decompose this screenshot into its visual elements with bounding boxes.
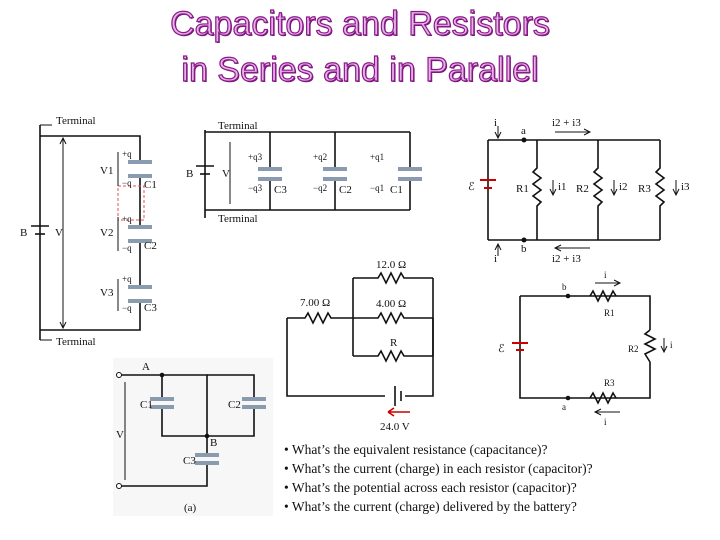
mr-r-mid-label: 4.00 Ω (376, 298, 406, 310)
pr-i1-label: i1 (558, 181, 567, 193)
q3-label: +q3 (248, 152, 263, 162)
combo-b-label: B (210, 437, 217, 449)
pr-r3-label: R3 (638, 183, 651, 195)
mr-battery-label: 24.0 V (380, 421, 410, 433)
sr-i-side: i (670, 340, 673, 350)
sr-r1-label: R1 (604, 308, 615, 318)
parallel-voltage-label: V (222, 168, 230, 180)
v1-label: V1 (100, 165, 113, 177)
mr-r-left-label: 7.00 Ω (300, 297, 330, 309)
pr-node-a-label: a (521, 125, 526, 137)
sr-i-bottom: i (604, 417, 607, 427)
mr-r-top-label: 12.0 Ω (376, 259, 406, 271)
pr-emf-label: ℰ (468, 181, 475, 193)
pr-node-b-label: b (521, 243, 527, 255)
pr-i-top: i (494, 117, 497, 129)
question-item: • What’s the current (charge) delivered … (284, 499, 577, 514)
sr-emf-label: ℰ (498, 343, 505, 355)
pr-bottom-current: i2 + i3 (552, 253, 581, 265)
combo-a-label: A (142, 361, 150, 373)
series-resistor-circuit: i i b a ℰ R1 R2 R3 i (498, 270, 673, 427)
node-b (521, 237, 527, 243)
node-a (521, 137, 527, 143)
sr-r3-label: R3 (604, 378, 615, 388)
pr-r1-label: R1 (516, 183, 529, 195)
sr-node-a (565, 395, 571, 401)
dashed-isolated-region (117, 185, 145, 221)
series-terminal-top-label: Terminal (56, 115, 96, 127)
sr-node-b (565, 293, 571, 299)
series-capacitor-circuit: Terminal Terminal B V V1 V2 V3 C1 C2 C3 … (20, 115, 157, 348)
pr-r2-label: R2 (576, 183, 589, 195)
mq1-label: −q1 (370, 183, 384, 193)
combo-capacitor-circuit: A B V C1 C2 C3 (a) (113, 358, 273, 516)
pr-i3-label: i3 (681, 181, 690, 193)
parallel-terminal-top-label: Terminal (218, 120, 258, 132)
pc3-label: C3 (274, 184, 287, 196)
q1-label: +q1 (370, 152, 384, 162)
q2-label: +q2 (313, 152, 327, 162)
parallel-battery-label: B (186, 168, 193, 180)
question-item: • What’s the current (charge) in each re… (284, 461, 593, 476)
series-terminal-bottom-label: Terminal (56, 336, 96, 348)
sr-i-top: i (604, 270, 607, 280)
cc1-label: C1 (140, 399, 153, 411)
c3-label: C3 (144, 302, 157, 314)
parallel-capacitor-circuit: Terminal Terminal B V +q3 +q2 +q1 −q3 −q… (186, 120, 422, 225)
cc3-label: C3 (183, 455, 196, 467)
combo-v-label: V (116, 429, 124, 441)
c3-plus-q: +q (122, 274, 132, 284)
series-battery-label: B (20, 227, 27, 239)
pc2-label: C2 (339, 184, 352, 196)
c1-plus-q: +q (122, 149, 132, 159)
c2-plus-q: +q (122, 214, 132, 224)
c1-label: C1 (144, 179, 157, 191)
parallel-resistor-circuit: i i a b i2 + i3 i2 + i3 ℰ R1 R2 R3 i1 i2… (468, 117, 690, 265)
mq3-label: −q3 (248, 183, 263, 193)
c3-minus-q: −q (122, 303, 132, 313)
cc2-label: C2 (228, 399, 241, 411)
c1-minus-q: −q (122, 178, 132, 188)
combo-caption: (a) (184, 502, 197, 514)
series-voltage-label: V (55, 227, 63, 239)
parallel-terminal-bottom-label: Terminal (218, 213, 258, 225)
sr-b-label: b (562, 282, 567, 292)
v3-label: V3 (100, 287, 114, 299)
slide-title-line-2: in Series and in Parallel (181, 50, 539, 89)
pr-i2-label: i2 (619, 181, 628, 193)
question-item: • What’s the potential across each resis… (284, 480, 577, 495)
pr-i-bottom: i (494, 253, 497, 265)
sr-a-label: a (562, 402, 566, 412)
pr-top-current: i2 + i3 (552, 117, 581, 129)
mixed-resistor-circuit: 12.0 Ω 7.00 Ω 4.00 Ω R 24.0 V (286, 259, 434, 433)
sr-r2-label: R2 (628, 344, 639, 354)
slide-title-line-1: Capacitors and Resistors (169, 4, 550, 43)
mr-r-bottom-label: R (390, 337, 398, 349)
pc1-label: C1 (390, 184, 403, 196)
mq2-label: −q2 (313, 183, 327, 193)
c2-label: C2 (144, 240, 157, 252)
question-item: • What’s the equivalent resistance (capa… (284, 442, 548, 457)
question-list: • What’s the equivalent resistance (capa… (284, 440, 593, 516)
c2-minus-q: −q (122, 243, 132, 253)
v2-label: V2 (100, 227, 113, 239)
